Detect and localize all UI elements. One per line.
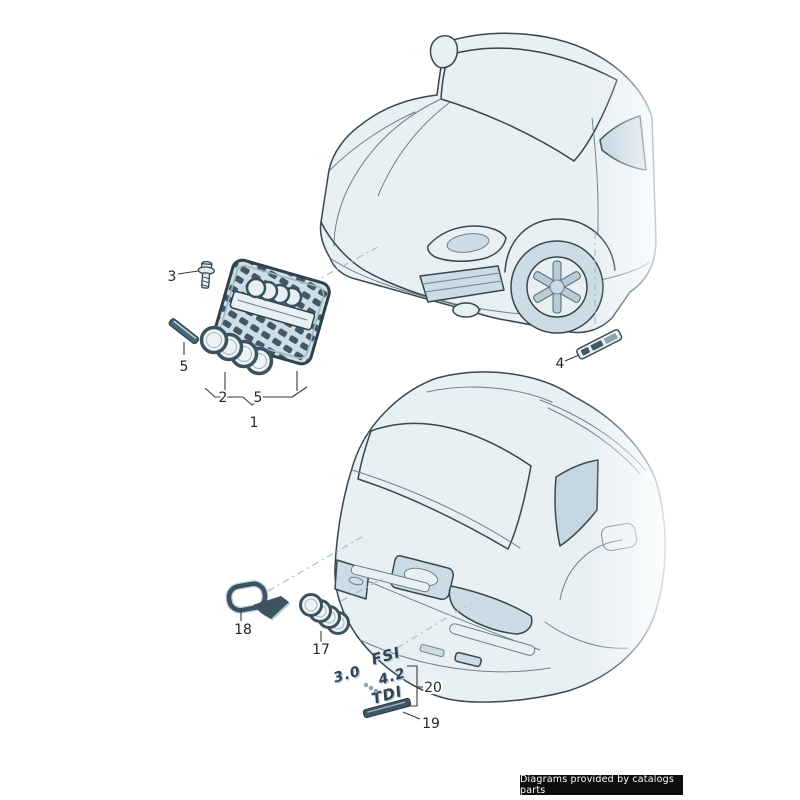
badge-clip-dots bbox=[363, 682, 379, 694]
rear-car-illustration bbox=[334, 371, 666, 703]
callout-labels: 3 5 2 5 1 4 18 17 20 19 bbox=[166, 267, 567, 734]
callout-3[interactable]: 3 bbox=[166, 267, 179, 287]
callout-17[interactable]: 17 bbox=[310, 640, 332, 660]
model-badges-part: FSI FSI 3.0 3.0 4.2 4.2 TDI TDI bbox=[332, 643, 410, 709]
car-grille-slats bbox=[419, 265, 505, 303]
callout-19[interactable]: 19 bbox=[420, 714, 442, 734]
exhaust-trim bbox=[454, 651, 482, 668]
front-rings-emblem-part bbox=[199, 325, 274, 376]
engine-4-2-badge: 4.2 bbox=[377, 667, 409, 690]
bumper-bottom-line bbox=[359, 639, 551, 673]
rear-car-fade bbox=[590, 358, 710, 708]
windshield bbox=[440, 47, 618, 162]
front-car-illustration bbox=[319, 32, 657, 334]
callout-lines bbox=[177, 270, 580, 720]
callout-1[interactable]: 1 bbox=[248, 413, 261, 433]
right-taillight bbox=[448, 585, 533, 635]
front-car-fade bbox=[596, 18, 706, 353]
bumper-reflector bbox=[419, 643, 445, 658]
roof-spoiler-line bbox=[426, 386, 553, 403]
footer-credit-badge: Diagrams provided by catalogs parts bbox=[520, 774, 683, 796]
rear-quarter-window bbox=[554, 459, 599, 547]
callout-5-strip[interactable]: 5 bbox=[178, 357, 191, 377]
grille-part bbox=[213, 258, 331, 366]
leader-lines-dashed bbox=[267, 232, 596, 649]
bumper-sensor bbox=[348, 576, 364, 586]
bumper-lower-lip bbox=[329, 257, 526, 315]
fog-light bbox=[452, 302, 480, 318]
side-mirror bbox=[429, 35, 459, 69]
rear-rings-emblem-part bbox=[299, 593, 350, 635]
engine-4-2-badge: 4.2 bbox=[376, 665, 408, 688]
callout-20[interactable]: 20 bbox=[422, 678, 444, 698]
q7-badge-part bbox=[225, 580, 291, 621]
rear-window bbox=[357, 422, 532, 550]
hood-crease-lines bbox=[329, 98, 450, 247]
headlight-lens bbox=[446, 233, 490, 253]
engine-3-0-badge: 3.0 bbox=[333, 665, 364, 688]
front-wheel bbox=[510, 240, 604, 334]
bumper-trim-strip-left bbox=[350, 564, 430, 593]
rear-strip-part bbox=[362, 697, 412, 719]
screw-part bbox=[197, 260, 215, 289]
engine-3-0-badge: 3.0 bbox=[332, 663, 363, 686]
callout-2[interactable]: 2 bbox=[217, 388, 230, 408]
front-strip-part bbox=[168, 318, 200, 345]
callout-18[interactable]: 18 bbox=[232, 620, 254, 640]
bumper-trim-strip-right bbox=[449, 623, 536, 656]
grille-rings bbox=[245, 277, 303, 308]
callout-4[interactable]: 4 bbox=[554, 354, 567, 374]
callout-5-grille[interactable]: 5 bbox=[252, 388, 265, 408]
